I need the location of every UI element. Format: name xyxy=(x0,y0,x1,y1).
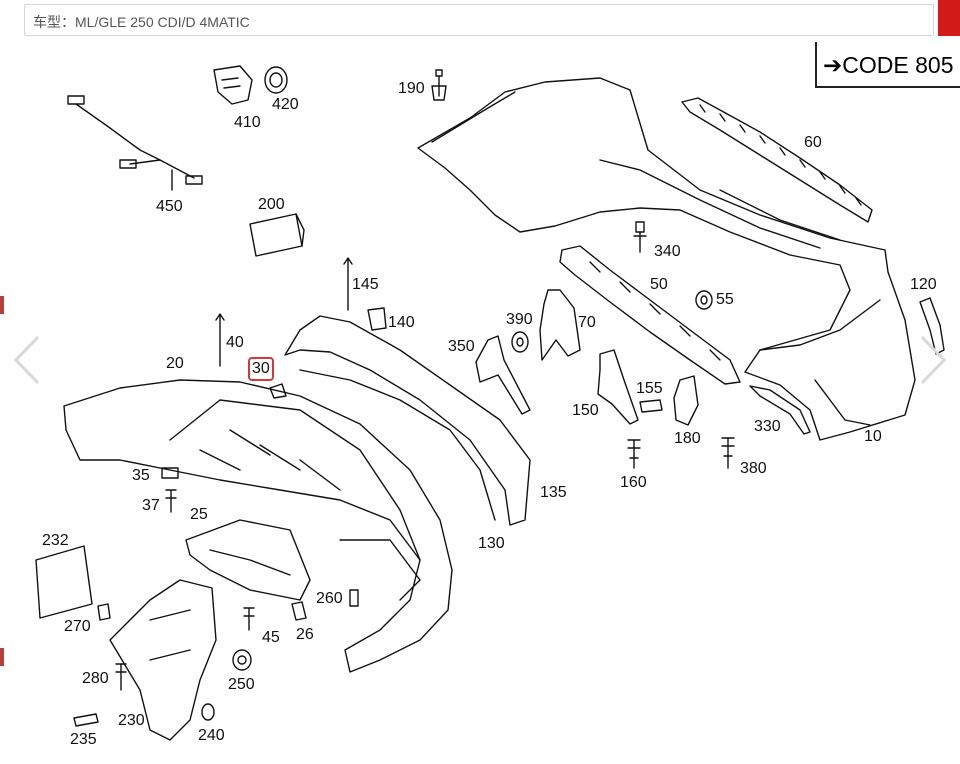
part-label-37[interactable]: 37 xyxy=(142,497,160,514)
part-260-screw xyxy=(349,589,359,607)
part-label-10[interactable]: 10 xyxy=(864,428,882,445)
part-label-20[interactable]: 20 xyxy=(166,355,184,372)
part-label-130[interactable]: 130 xyxy=(478,535,505,552)
part-45-screw xyxy=(243,607,255,631)
side-marker xyxy=(0,296,4,314)
part-label-55[interactable]: 55 xyxy=(716,291,734,308)
part-label-135[interactable]: 135 xyxy=(540,484,567,501)
part-30-clip xyxy=(269,383,287,399)
code-badge-text: ➔CODE 805 xyxy=(823,52,954,78)
part-160-screw xyxy=(627,439,641,469)
part-label-30[interactable]: 30 xyxy=(252,360,270,377)
part-label-200[interactable]: 200 xyxy=(258,196,285,213)
part-180-bracket xyxy=(673,375,699,426)
part-label-145[interactable]: 145 xyxy=(352,276,379,293)
chevron-right-icon xyxy=(920,335,947,385)
part-230-bracket xyxy=(109,579,217,741)
part-37-screw xyxy=(165,489,177,513)
part-232-plate xyxy=(35,545,93,619)
parts-diagram xyxy=(35,65,945,741)
part-label-230[interactable]: 230 xyxy=(118,712,145,729)
part-390-nut xyxy=(511,331,529,353)
part-70-bracket xyxy=(539,289,581,361)
part-label-35[interactable]: 35 xyxy=(132,467,150,484)
part-450-wiring xyxy=(67,95,203,191)
part-label-180[interactable]: 180 xyxy=(674,430,701,447)
part-10-bumper-cover xyxy=(417,77,916,441)
part-label-350[interactable]: 350 xyxy=(448,338,475,355)
close-button[interactable] xyxy=(938,0,960,36)
part-label-232[interactable]: 232 xyxy=(42,532,69,549)
part-label-150[interactable]: 150 xyxy=(572,402,599,419)
part-label-155[interactable]: 155 xyxy=(636,380,663,397)
part-130-trim xyxy=(284,315,531,526)
part-50-bracket xyxy=(559,245,741,385)
part-label-410[interactable]: 410 xyxy=(234,114,261,131)
part-label-70[interactable]: 70 xyxy=(578,314,596,331)
part-label-40[interactable]: 40 xyxy=(226,334,244,351)
side-marker xyxy=(0,648,4,666)
part-label-390[interactable]: 390 xyxy=(506,311,533,328)
part-label-280[interactable]: 280 xyxy=(82,670,109,687)
part-26-clip xyxy=(291,601,307,621)
part-label-270[interactable]: 270 xyxy=(64,618,91,635)
part-270-clip xyxy=(97,603,111,621)
part-label-160[interactable]: 160 xyxy=(620,474,647,491)
part-label-340[interactable]: 340 xyxy=(654,243,681,260)
part-label-250[interactable]: 250 xyxy=(228,676,255,693)
vehicle-model-label: 车型： xyxy=(33,14,75,30)
part-150-bracket xyxy=(597,349,639,425)
part-label-330[interactable]: 330 xyxy=(754,418,781,435)
part-label-45[interactable]: 45 xyxy=(262,629,280,646)
part-label-190[interactable]: 190 xyxy=(398,80,425,97)
part-140-clip xyxy=(367,307,387,331)
part-label-450[interactable]: 450 xyxy=(156,198,183,215)
vehicle-model-text: 车型：ML/GLE 250 CDI/D 4MATIC xyxy=(33,12,250,32)
prev-button[interactable] xyxy=(12,335,42,385)
part-label-420[interactable]: 420 xyxy=(272,96,299,113)
part-40-rod xyxy=(215,313,225,367)
part-340-screw xyxy=(633,221,647,253)
part-label-120[interactable]: 120 xyxy=(910,276,937,293)
part-145-rod xyxy=(343,257,353,311)
chevron-left-icon xyxy=(13,335,40,385)
highlight-box-30[interactable] xyxy=(248,357,274,381)
part-350-bracket xyxy=(475,335,531,415)
part-label-50[interactable]: 50 xyxy=(650,276,668,293)
code-badge-label: CODE 805 xyxy=(842,52,954,78)
part-330-strip xyxy=(749,385,811,435)
part-190-screw xyxy=(431,69,447,101)
part-410-sensor xyxy=(213,65,253,105)
part-235-strip xyxy=(73,713,99,727)
part-200-module xyxy=(249,213,305,257)
part-155-clip xyxy=(639,399,663,413)
part-label-235[interactable]: 235 xyxy=(70,731,97,748)
part-label-140[interactable]: 140 xyxy=(388,314,415,331)
part-label-380[interactable]: 380 xyxy=(740,460,767,477)
vehicle-model-field[interactable]: 车型：ML/GLE 250 CDI/D 4MATIC xyxy=(24,4,934,36)
part-120-bracket xyxy=(919,297,945,355)
code-badge: ➔CODE 805 xyxy=(815,42,960,88)
part-60-trim-strip xyxy=(681,97,873,223)
part-240-nut xyxy=(201,703,215,721)
part-250-nut xyxy=(232,649,252,671)
part-25-panel xyxy=(185,519,311,601)
vehicle-model-value: ML/GLE 250 CDI/D 4MATIC xyxy=(75,14,250,30)
part-label-25[interactable]: 25 xyxy=(190,506,208,523)
part-label-26[interactable]: 26 xyxy=(296,626,314,643)
part-420-ring xyxy=(264,66,288,94)
part-280-screw xyxy=(115,663,127,691)
part-35-clip xyxy=(161,467,179,479)
part-380-screw xyxy=(721,437,735,469)
part-label-260[interactable]: 260 xyxy=(316,590,343,607)
header-bar: 车型：ML/GLE 250 CDI/D 4MATIC xyxy=(0,0,960,40)
part-label-60[interactable]: 60 xyxy=(804,134,822,151)
next-button[interactable] xyxy=(918,335,948,385)
part-55-nut xyxy=(695,290,713,310)
part-label-240[interactable]: 240 xyxy=(198,727,225,744)
